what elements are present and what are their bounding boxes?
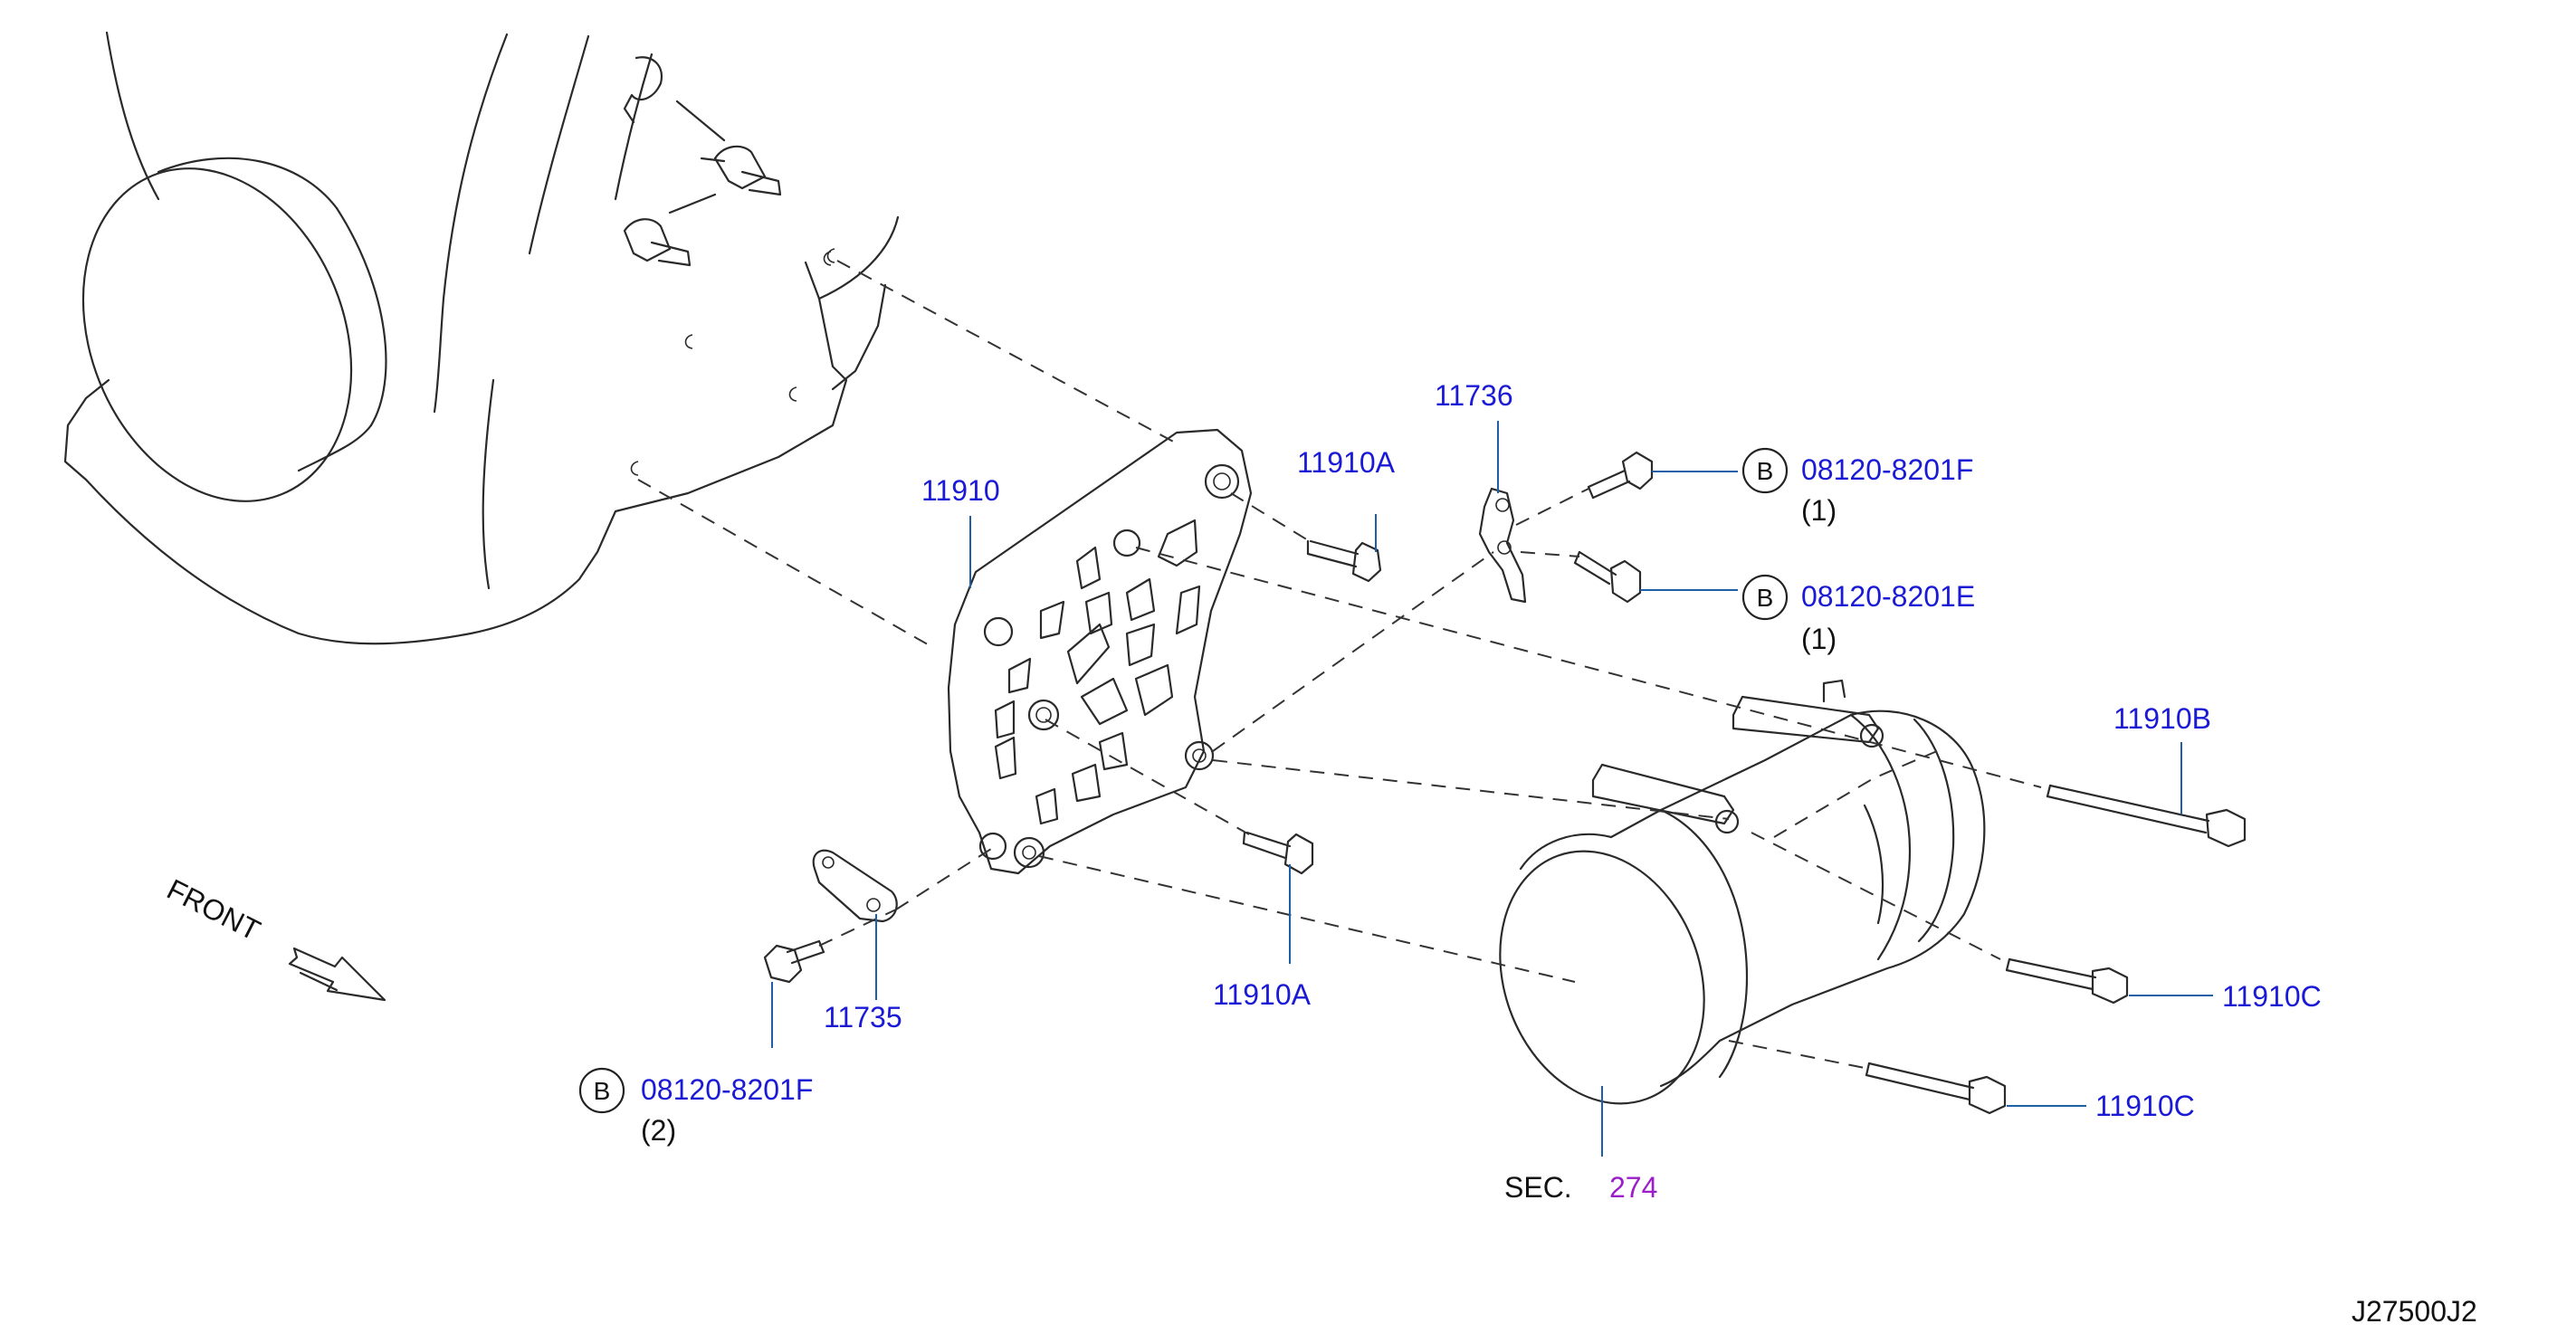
b-mark-middle: B [1741,574,1789,621]
bracket-11735 [812,849,898,923]
engine-block-outline [63,31,900,645]
ac-compressor [1499,679,1986,1105]
bolt-08120-8201e [1573,550,1642,604]
bolt-11910c-lower [1865,1062,2007,1115]
bolt-08120-8201f-top [1587,451,1654,500]
qty-08120-8201e: (1) [1801,623,1837,655]
label-11910c-lower[interactable]: 11910C [2095,1090,2195,1122]
bolt-11910a-lower [1242,831,1314,875]
bracket-11736 [1478,487,1527,604]
section-ref-number[interactable]: 274 [1609,1171,1657,1204]
compressor-bracket-11910 [947,428,1253,875]
qty-08120-8201f-top: (1) [1801,494,1837,527]
label-11910a-top[interactable]: 11910A [1297,446,1396,479]
alignment-dashed-lines [637,260,2042,1069]
front-label: FRONT [162,872,266,947]
bolt-11910a-upper [1306,539,1382,583]
section-ref-prefix: SEC. [1504,1171,1572,1204]
b-mark-top: B [1741,447,1789,494]
diagram-code: J27500J2 [2352,1295,2477,1328]
label-11736[interactable]: 11736 [1435,379,1513,412]
label-11910c-upper[interactable]: 11910C [2222,980,2322,1013]
label-11910[interactable]: 11910 [921,474,1000,507]
bolt-08120-8201f-bottom [763,939,825,984]
leader-lines [771,421,2213,1157]
b-mark-top-text: B [1757,457,1774,485]
qty-08120-8201f-bottom: (2) [641,1114,676,1147]
label-11735[interactable]: 11735 [824,1001,902,1033]
b-mark-bottom-text: B [594,1077,611,1105]
label-08120-8201f-top[interactable]: 08120-8201F [1801,453,1973,486]
bolt-11910b [2046,784,2247,848]
label-11910b[interactable]: 11910B [2113,702,2211,735]
b-mark-bottom: B [578,1067,625,1114]
b-mark-middle-text: B [1757,584,1774,612]
label-08120-8201e[interactable]: 08120-8201E [1801,580,1975,613]
label-11910a-bottom[interactable]: 11910A [1213,978,1312,1011]
bolt-11910c-upper [2005,957,2129,1005]
front-direction-arrow: FRONT [162,872,386,1002]
label-08120-8201f-bottom[interactable]: 08120-8201F [641,1073,813,1106]
